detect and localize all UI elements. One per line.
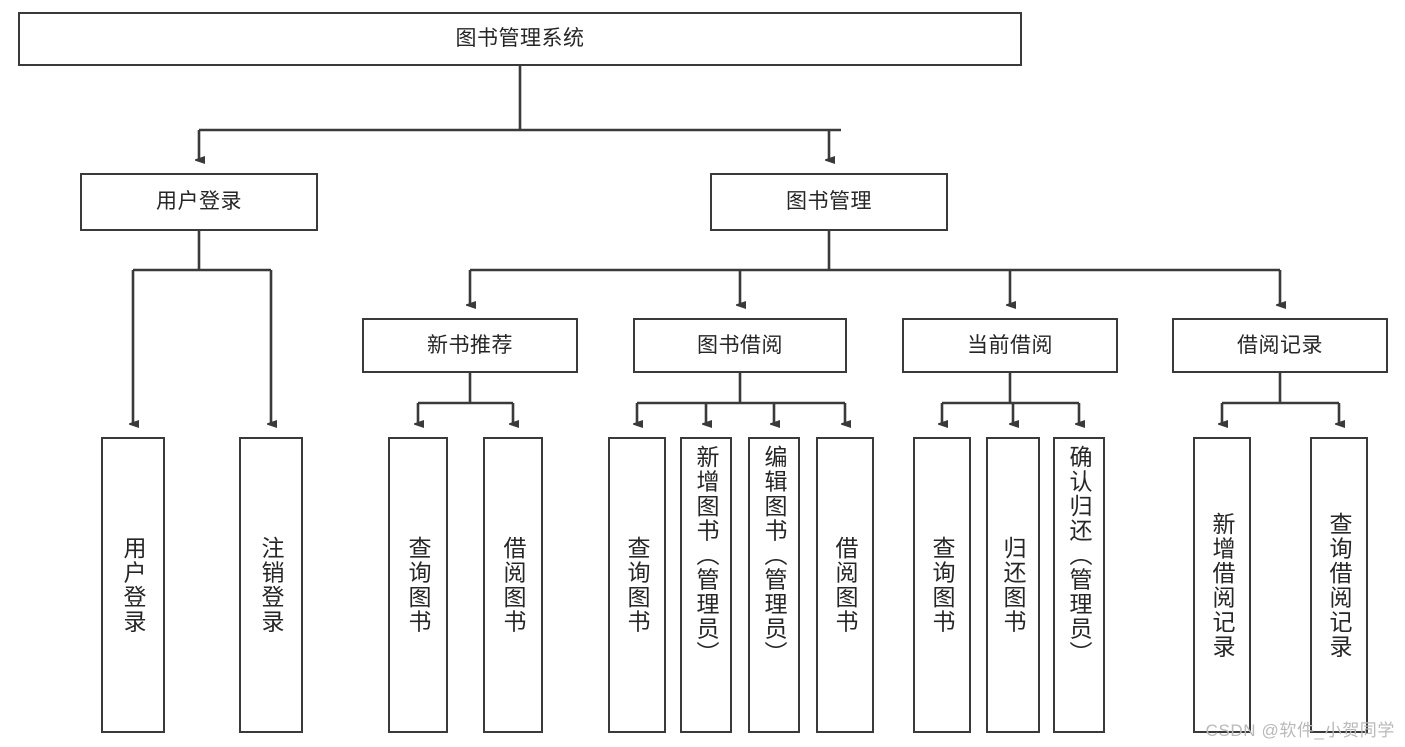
node-leaf-query-book-current-label: 查询图书 — [929, 536, 956, 634]
watermark-text: CSDN @软件_小贺同学 — [1205, 721, 1395, 740]
node-leaf-add-book-admin[interactable]: 新增图书（管理员） — [680, 437, 732, 733]
node-leaf-add-book-admin-label: 新增图书（管理员） — [693, 445, 720, 666]
node-leaf-confirm-return-admin-label: 确认归还（管理员） — [1066, 445, 1093, 666]
node-new-book-recommend-label: 新书推荐 — [427, 333, 513, 357]
node-root[interactable]: 图书管理系统 — [18, 12, 1022, 66]
node-leaf-query-borrow-record-label: 查询借阅记录 — [1326, 511, 1353, 659]
node-book-borrow[interactable]: 图书借阅 — [633, 318, 847, 373]
node-leaf-confirm-return-admin[interactable]: 确认归还（管理员） — [1053, 437, 1105, 733]
node-leaf-query-book-current[interactable]: 查询图书 — [913, 437, 971, 733]
node-leaf-query-book-rec[interactable]: 查询图书 — [388, 437, 448, 733]
node-leaf-add-borrow-record[interactable]: 新增借阅记录 — [1193, 437, 1251, 733]
node-leaf-user-logout-label: 注销登录 — [258, 536, 285, 634]
node-book-borrow-label: 图书借阅 — [697, 333, 783, 357]
node-leaf-borrow-book-label: 借阅图书 — [832, 536, 859, 634]
node-user-login[interactable]: 用户登录 — [80, 173, 318, 231]
node-leaf-return-book[interactable]: 归还图书 — [986, 437, 1040, 733]
node-root-label: 图书管理系统 — [455, 27, 585, 51]
node-leaf-edit-book-admin[interactable]: 编辑图书（管理员） — [748, 437, 800, 733]
node-leaf-query-book-borrow-label: 查询图书 — [624, 536, 651, 634]
node-book-manage[interactable]: 图书管理 — [710, 173, 948, 231]
node-current-borrow[interactable]: 当前借阅 — [902, 318, 1118, 373]
node-borrow-record[interactable]: 借阅记录 — [1172, 318, 1388, 373]
node-leaf-user-login-label: 用户登录 — [120, 536, 147, 634]
node-new-book-recommend[interactable]: 新书推荐 — [362, 318, 578, 373]
node-borrow-record-label: 借阅记录 — [1237, 333, 1323, 357]
node-leaf-edit-book-admin-label: 编辑图书（管理员） — [761, 445, 788, 666]
node-leaf-borrow-book-rec[interactable]: 借阅图书 — [483, 437, 543, 733]
node-leaf-borrow-book-rec-label: 借阅图书 — [500, 536, 527, 634]
node-leaf-query-book-rec-label: 查询图书 — [405, 536, 432, 634]
node-leaf-user-login[interactable]: 用户登录 — [101, 437, 165, 733]
node-leaf-return-book-label: 归还图书 — [1000, 536, 1027, 634]
node-user-login-label: 用户登录 — [156, 190, 242, 214]
node-leaf-query-borrow-record[interactable]: 查询借阅记录 — [1310, 437, 1368, 733]
node-leaf-add-borrow-record-label: 新增借阅记录 — [1209, 511, 1236, 659]
node-leaf-borrow-book[interactable]: 借阅图书 — [816, 437, 874, 733]
node-current-borrow-label: 当前借阅 — [967, 333, 1053, 357]
node-book-manage-label: 图书管理 — [786, 190, 872, 214]
node-leaf-user-logout[interactable]: 注销登录 — [239, 437, 303, 733]
node-leaf-query-book-borrow[interactable]: 查询图书 — [608, 437, 666, 733]
